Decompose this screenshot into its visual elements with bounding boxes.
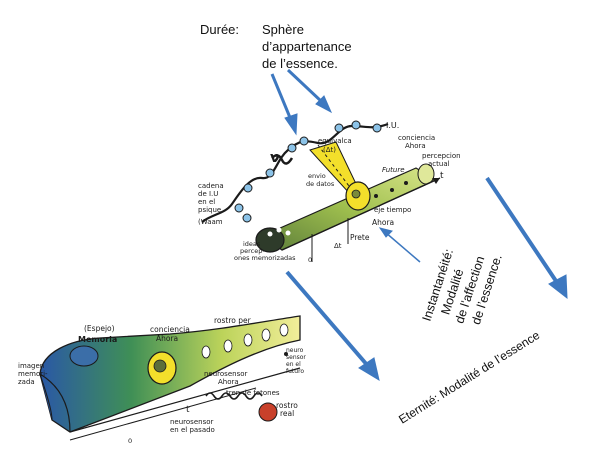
t-axis-label: t bbox=[440, 171, 444, 181]
tube-window bbox=[243, 333, 253, 347]
neurosensor-ahora-line1: neurosensor bbox=[204, 370, 248, 378]
waam-label: (Waam bbox=[198, 218, 223, 226]
equivalence-label-line1: equivalca bbox=[318, 137, 352, 145]
envio-datos-line2: de datos bbox=[306, 180, 335, 188]
envio-datos-line1: envio bbox=[308, 172, 326, 180]
time-axis bbox=[281, 177, 441, 251]
conciencia-top-line2: Ahora bbox=[405, 142, 426, 150]
iu-nodes bbox=[234, 120, 382, 223]
nu-squiggle bbox=[271, 154, 294, 165]
eternite-text: Eternité: Modalité de l’essence bbox=[396, 328, 542, 427]
neurosensor-future-dot bbox=[284, 352, 288, 356]
face-icon bbox=[153, 359, 167, 373]
memoria-mirror bbox=[69, 345, 99, 367]
tube-hole bbox=[276, 227, 282, 233]
tube-hole bbox=[390, 188, 394, 192]
duree-caption: Durée: Sphère d’appartenance de l’essenc… bbox=[200, 22, 352, 71]
tube-hole bbox=[285, 230, 291, 236]
cadena-line1: cadena bbox=[198, 182, 224, 190]
t-axis-bottom: t bbox=[186, 405, 190, 415]
memoria-label: Memoria bbox=[78, 335, 117, 344]
tube-hole bbox=[404, 181, 408, 185]
tube-window bbox=[279, 323, 289, 337]
duree-text-line3: de l’essence. bbox=[262, 56, 338, 71]
neurosensor-pasado-line2: en el pasado bbox=[170, 426, 215, 434]
instantaneite-arrow bbox=[378, 227, 421, 263]
rostro-per-label: rostro per bbox=[214, 316, 252, 325]
nu-symbol: ν bbox=[270, 150, 280, 166]
future-label: Future bbox=[382, 166, 405, 174]
delta-t-label: Δt bbox=[334, 242, 342, 250]
iu-label: I.U. bbox=[386, 121, 399, 130]
iu-node bbox=[351, 120, 361, 130]
ideas-line1: ideas bbox=[243, 240, 261, 248]
equivalence-label-line2: (Δt) bbox=[323, 146, 336, 154]
eternite-caption: Eternité: Modalité de l’essence bbox=[396, 328, 542, 427]
iu-node bbox=[242, 213, 252, 223]
tube-window bbox=[223, 339, 233, 353]
iu-node bbox=[287, 143, 297, 153]
photon-train bbox=[205, 392, 263, 400]
origin-zero-top: 0 bbox=[308, 256, 312, 264]
origin-zero-bottom: 0 bbox=[128, 437, 132, 445]
percepcion-line1: percepcion bbox=[422, 152, 461, 160]
ideas-line3: ones memorizadas bbox=[234, 254, 296, 262]
imagen-line1: imagen bbox=[18, 362, 44, 370]
ahora-label: Ahora bbox=[372, 218, 394, 227]
conciencia-top-line1: conciencia bbox=[398, 134, 435, 142]
eternite-arrow-right bbox=[485, 176, 568, 300]
ideas-line2: percep- bbox=[240, 247, 265, 255]
rostro-real-line2: real bbox=[280, 409, 294, 418]
iu-node bbox=[234, 203, 244, 213]
neuro-future-line1: neuro bbox=[286, 347, 304, 354]
bottom-drawing: (Espejo) Memoria conciencia Ahora rostro… bbox=[18, 315, 306, 445]
neuro-future-line3: en el bbox=[286, 361, 301, 368]
duree-text-line1: Sphère bbox=[262, 22, 304, 37]
tren-fotones-label: tren de fotones bbox=[226, 389, 280, 397]
iu-node bbox=[265, 168, 275, 178]
eternite-arrow-left bbox=[285, 270, 380, 382]
duree-arrow-left bbox=[270, 73, 298, 136]
tube-windows bbox=[201, 323, 289, 359]
cadena-line3: en el bbox=[198, 198, 215, 206]
neurosensor-pasado-line1: neurosensor bbox=[170, 418, 214, 426]
tube-window bbox=[261, 328, 271, 342]
espejo-label: (Espejo) bbox=[84, 324, 115, 333]
top-tube bbox=[255, 163, 441, 262]
duree-arrow-right bbox=[286, 68, 333, 114]
percepcion-line2: actual bbox=[428, 160, 450, 168]
iu-node bbox=[334, 123, 344, 133]
tube-hole bbox=[374, 194, 378, 198]
neuro-future-line2: sensor bbox=[286, 354, 306, 361]
duree-text-line2: d’appartenance bbox=[262, 39, 352, 54]
conciencia-bottom-line1: conciencia bbox=[150, 325, 190, 334]
iu-node bbox=[299, 136, 309, 146]
cadena-line4: psique bbox=[198, 206, 221, 214]
duree-label: Durée: bbox=[200, 22, 239, 37]
neurosensor-ahora-line2: Ahora bbox=[218, 378, 239, 386]
rostro-real-line1: rostro bbox=[276, 401, 298, 410]
neuro-future-line4: futuro bbox=[286, 368, 304, 375]
imagen-line3: zada bbox=[18, 378, 35, 386]
eje-tiempo-label: eje tiempo bbox=[374, 206, 411, 214]
iu-node bbox=[243, 183, 253, 193]
iu-node bbox=[372, 123, 382, 133]
imagen-line2: memori- bbox=[18, 370, 48, 378]
pretes-label: Prete bbox=[350, 233, 370, 242]
instantaneite-caption: Instantanéité: Modalité de l’affection d… bbox=[420, 247, 505, 326]
tube-window bbox=[201, 345, 211, 359]
conciencia-bottom-line2: Ahora bbox=[156, 334, 178, 343]
rostro-real-icon bbox=[258, 402, 278, 422]
arrows bbox=[270, 68, 568, 382]
tube-hole bbox=[267, 231, 273, 237]
cadena-line2: de I.U bbox=[198, 190, 218, 198]
top-drawing: ν bbox=[198, 120, 461, 264]
